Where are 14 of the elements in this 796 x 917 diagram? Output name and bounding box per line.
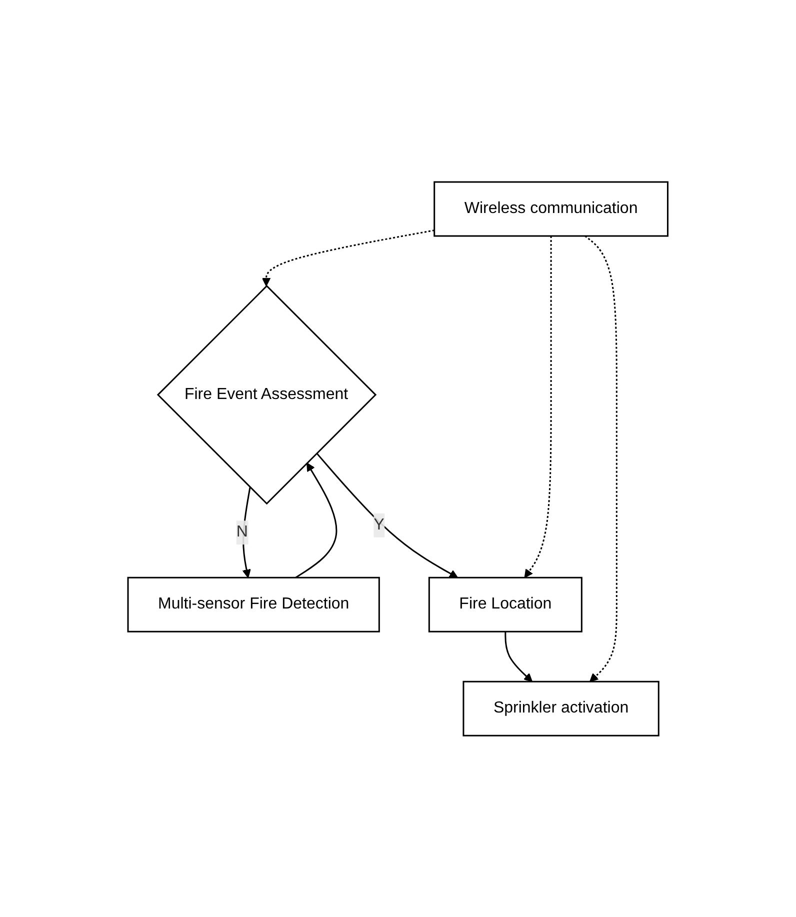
arrow — [242, 486, 252, 578]
edge-label: Y — [374, 516, 384, 534]
node-box: Fire Location — [428, 576, 583, 632]
node-diamond: Fire Event Assessment — [157, 284, 377, 504]
arrow — [316, 452, 458, 578]
node-box: Wireless communication — [434, 180, 669, 236]
arrow — [584, 235, 618, 682]
arrow — [504, 631, 533, 682]
node-box: Multi-sensor Fire Detection — [127, 576, 380, 632]
edge-label: N — [236, 523, 248, 540]
arrow — [262, 229, 435, 286]
node-box: Sprinkler activation — [462, 680, 660, 736]
arrow — [295, 462, 338, 578]
arrow — [524, 236, 552, 578]
